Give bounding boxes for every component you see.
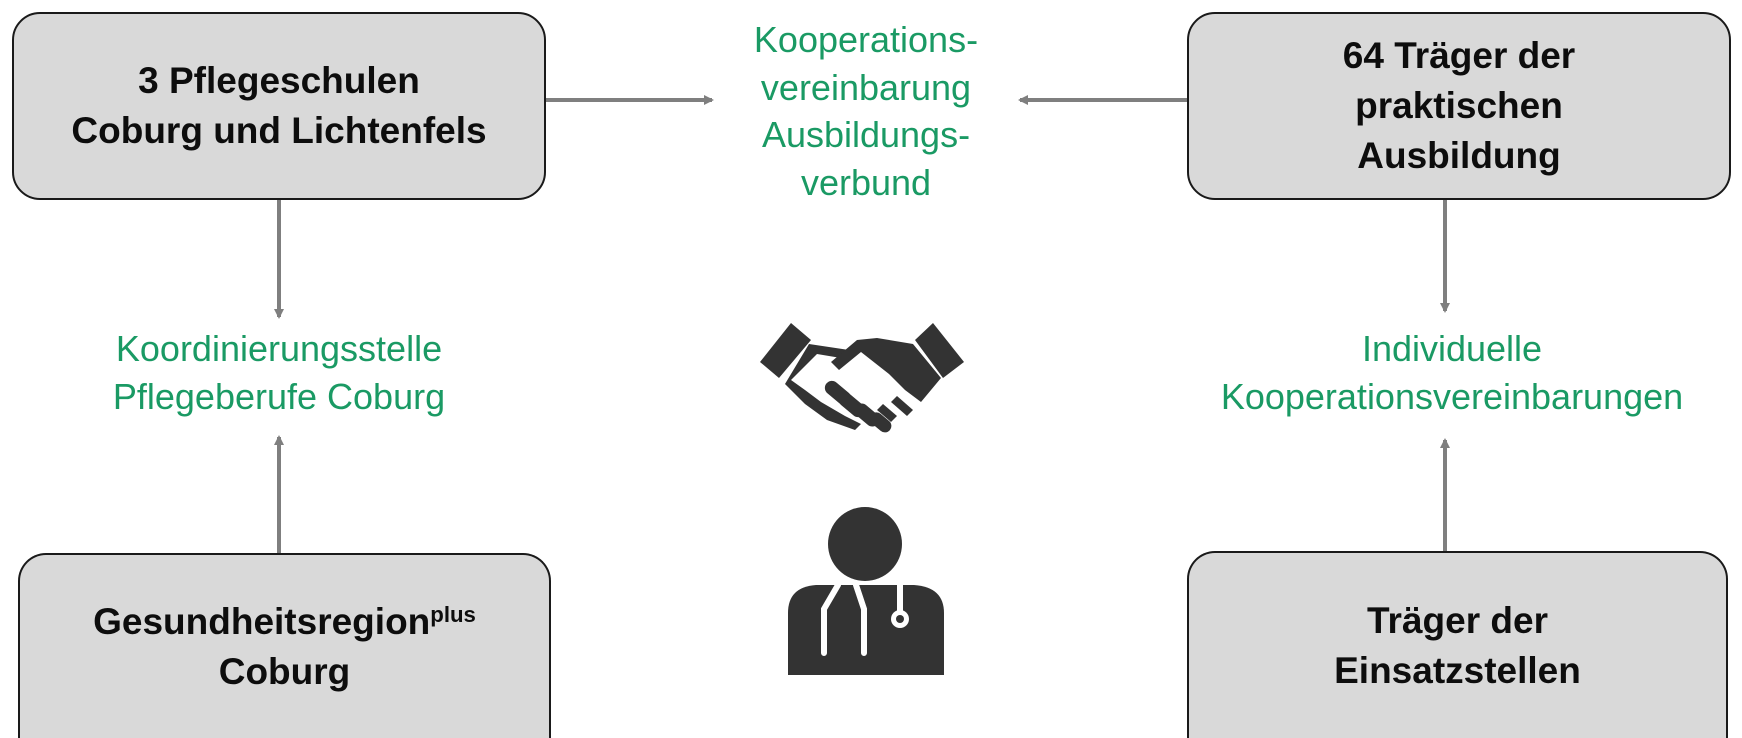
label-koordinierungsstelle: Koordinierungsstelle Pflegeberufe Coburg bbox=[59, 325, 499, 420]
label-kooperation-line-2: vereinbarung bbox=[760, 66, 972, 108]
label-kooperationsvereinbarung: Kooperations- vereinbarung Ausbildungs- … bbox=[686, 16, 1046, 206]
box-traeger-line-3: Ausbildung bbox=[1357, 134, 1561, 176]
box-pflegeschulen-line-1: 3 Pflegeschulen bbox=[138, 60, 420, 102]
box-pflegeschulen: 3 Pflegeschulen Coburg und Lichtenfels bbox=[12, 12, 546, 200]
box-traeger-einsatzstellen: Träger der Einsatzstellen bbox=[1187, 551, 1728, 738]
box-traeger-line-1: 64 Träger der bbox=[1342, 35, 1576, 77]
label-individuell-line-1: Individuelle bbox=[1361, 328, 1543, 369]
region-name: Gesundheitsregion bbox=[93, 600, 431, 642]
box-gesundheitsregion-line-2: Coburg bbox=[218, 650, 351, 692]
box-traeger-praktische-ausbildung: 64 Träger der praktischen Ausbildung bbox=[1187, 12, 1731, 200]
label-individuell-line-2: Kooperationsvereinbarungen bbox=[1220, 375, 1684, 417]
label-koordination-line-1: Koordinierungsstelle bbox=[115, 328, 443, 369]
label-individuelle-kooperationsvereinbarungen: Individuelle Kooperationsvereinbarungen bbox=[1165, 325, 1739, 420]
region-superscript: plus bbox=[430, 601, 476, 627]
doctor-icon bbox=[788, 507, 944, 675]
box-einsatz-line-2: Einsatzstellen bbox=[1334, 649, 1581, 691]
box-einsatz-line-1: Träger der bbox=[1367, 599, 1548, 641]
label-kooperation-line-1: Kooperations- bbox=[753, 19, 979, 60]
box-gesundheitsregion: Gesundheitsregionplus Coburg bbox=[18, 553, 551, 738]
box-traeger-line-2: praktischen bbox=[1355, 85, 1563, 127]
label-kooperation-line-4: verbund bbox=[800, 161, 932, 203]
handshake-icon bbox=[760, 323, 964, 433]
box-pflegeschulen-line-2: Coburg und Lichtenfels bbox=[71, 110, 487, 151]
label-koordination-line-2: Pflegeberufe Coburg bbox=[112, 375, 446, 417]
label-kooperation-line-3: Ausbildungs- bbox=[761, 114, 971, 156]
box-gesundheitsregion-line-1: Gesundheitsregionplus bbox=[93, 597, 476, 647]
